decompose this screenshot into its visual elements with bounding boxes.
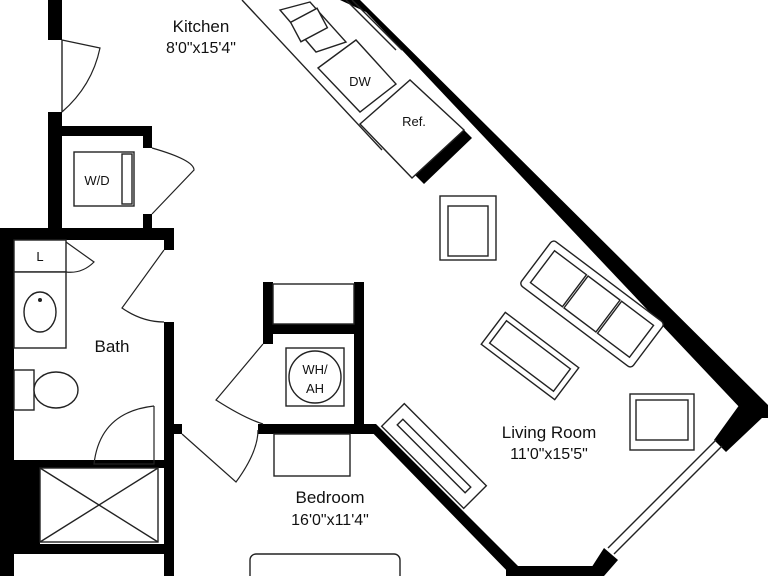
water-heater-label-2: AH [306, 381, 324, 396]
toilet-tank [13, 369, 35, 411]
wall-bath-right-upper [164, 228, 174, 250]
linen-label: L [36, 249, 43, 264]
washer-dryer-unit [73, 151, 135, 207]
wall-bath-right-lower [164, 322, 174, 576]
armchair-right [629, 393, 695, 451]
toilet-bowl [33, 371, 79, 409]
washer-dryer-label: W/D [84, 173, 109, 188]
wall-bath-bottom [14, 544, 174, 554]
kitchen-name: Kitchen [173, 17, 230, 36]
bedroom-furniture [249, 433, 401, 576]
wall-laundry-right [143, 126, 152, 148]
kitchen-counter [241, 0, 466, 179]
wall-laundry-top [48, 126, 152, 136]
labels: Kitchen 8'0"x15'4" Bath Bedroom 16'0"x11… [36, 17, 596, 529]
bedroom-name: Bedroom [296, 488, 365, 507]
vanity [13, 271, 67, 349]
wall-kitchen-stub [414, 128, 472, 184]
refrigerator-label: Ref. [402, 114, 426, 129]
wall-bedroom-diagonal [364, 424, 528, 576]
dishwasher-label: DW [349, 74, 371, 89]
sofa [520, 240, 664, 368]
wall-bottom-center [506, 566, 596, 576]
media-console [380, 402, 488, 510]
dishwasher-box [316, 39, 398, 113]
bath-name: Bath [95, 337, 130, 356]
living-room-dims: 11'0"x15'5" [510, 446, 588, 463]
refrigerator-box [358, 79, 466, 179]
bath-fixtures [13, 239, 159, 543]
wall-left-mid [48, 112, 62, 230]
wall-bedroom-stub [174, 424, 182, 434]
wall-shower-left [14, 460, 40, 550]
water-heater-closet [272, 283, 355, 407]
coffee-table [480, 311, 580, 401]
doors [61, 39, 264, 483]
wall-diagonal-exterior [340, 0, 768, 418]
wall-wh-mid [263, 324, 363, 334]
bedroom-bed [249, 553, 401, 576]
bedroom-dims: 16'0"x11'4" [291, 512, 369, 529]
sink-bath [23, 291, 57, 333]
kitchen-dims: 8'0"x15'4" [166, 40, 236, 57]
living-furniture [380, 195, 695, 510]
wall-wh-left [263, 282, 273, 344]
wall-left-upper [48, 0, 62, 40]
living-room-name: Living Room [502, 423, 597, 442]
window-living [607, 439, 723, 555]
wall-laundry-right-low [143, 214, 152, 232]
wall-bedroom-top [258, 424, 374, 434]
wall-bath-top [0, 228, 174, 240]
wall-living-right [714, 404, 764, 452]
water-heater-label-1: WH/ [302, 362, 328, 377]
bedroom-dresser [273, 433, 351, 477]
wall-bath-left [0, 228, 14, 576]
wall-wh-right [354, 282, 364, 432]
